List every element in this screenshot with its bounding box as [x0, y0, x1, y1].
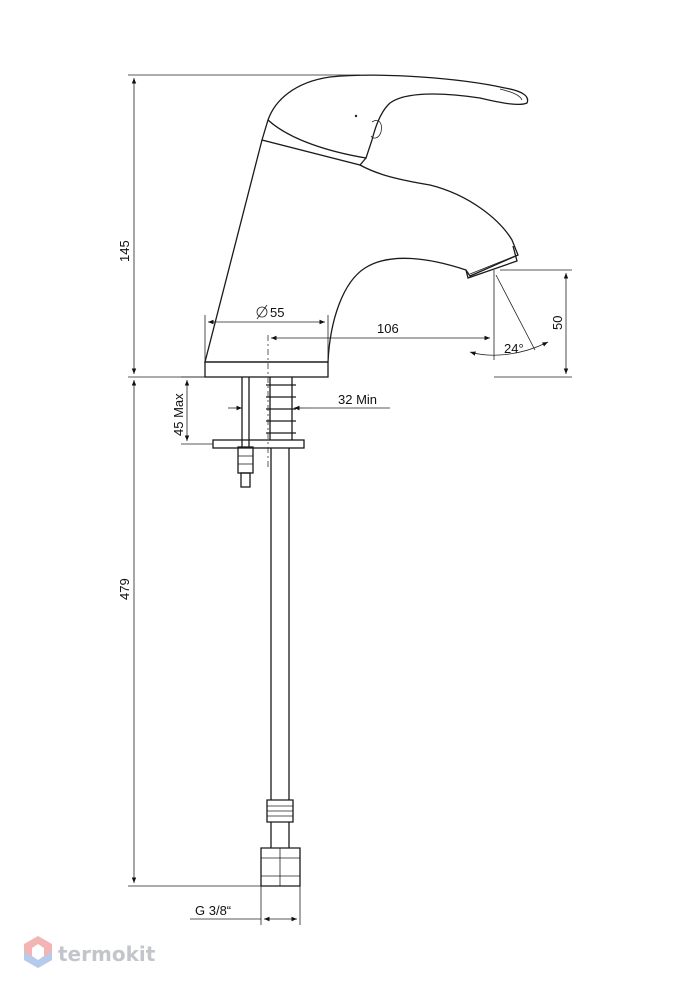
label-479: 479 — [117, 578, 132, 600]
dim-height-145: 145 — [117, 74, 360, 378]
label-50: 50 — [550, 316, 565, 330]
dim-thread-g38: G 3/8“ — [190, 886, 301, 925]
dim-reach-106: 106 — [271, 270, 495, 360]
dim-hole-32min: 32 Min — [228, 392, 390, 411]
label-55: 55 — [270, 305, 284, 320]
label-106: 106 — [377, 321, 399, 336]
lever-handle — [267, 74, 529, 159]
label-145: 145 — [117, 240, 132, 262]
aerator — [465, 245, 518, 279]
dim-diameter-55: 55 — [204, 304, 329, 362]
dim-angle-24: 24° — [469, 274, 549, 356]
label-g38: G 3/8“ — [195, 903, 231, 918]
cube-logo-icon — [24, 936, 52, 968]
spout-body — [204, 139, 519, 363]
watermark: termokit — [24, 936, 156, 968]
flexible-hose — [260, 448, 301, 887]
label-32min: 32 Min — [338, 392, 377, 407]
diameter-icon — [256, 306, 268, 318]
hex-nut — [260, 847, 301, 887]
label-24deg: 24° — [504, 341, 524, 356]
fixing-plate — [212, 439, 305, 449]
dim-thickness-45max: 45 Max — [171, 376, 213, 445]
handle-collar — [261, 119, 367, 166]
base-plate — [204, 361, 329, 378]
brand-wordmark: termokit — [58, 942, 156, 966]
dim-clearance-50: 50 — [494, 269, 572, 378]
mounting-assembly — [212, 377, 305, 488]
faucet-body — [204, 74, 529, 378]
label-45max: 45 Max — [171, 393, 186, 436]
dim-hose-479: 479 — [117, 380, 261, 887]
